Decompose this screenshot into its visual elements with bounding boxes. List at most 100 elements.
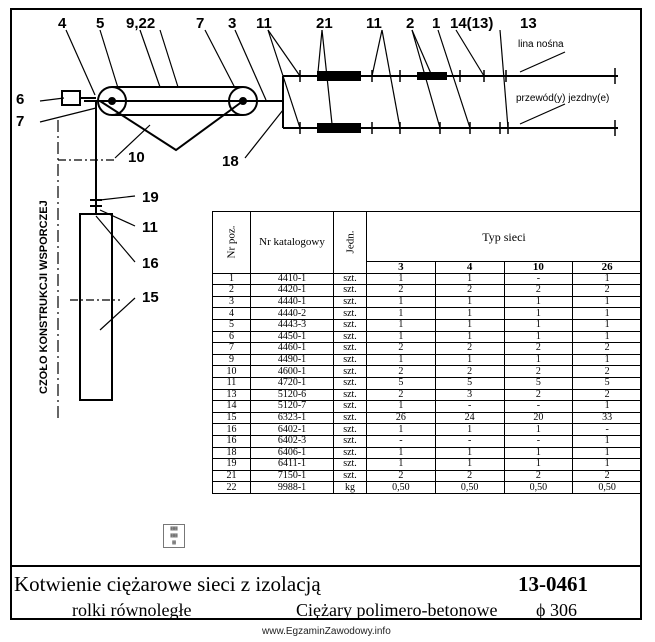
table-cell: 1 [572,295,642,309]
drawing-subtitle-diameter: ϕ 306 [536,600,577,620]
table-cell: szt. [333,400,367,413]
header-jedn: Jedn. [333,211,367,274]
label-4: 4 [58,15,67,32]
table-cell: szt. [333,458,367,471]
table-cell: 5 [434,376,505,390]
table-cell: 21 [212,469,251,483]
label-16: 16 [142,255,159,272]
table-cell: szt. [333,353,367,367]
table-cell: 0,50 [503,481,574,494]
table-cell: 2 [572,469,642,483]
table-cell: 1 [503,307,574,320]
label-lina-nosna: lina nośna [518,39,564,50]
table-cell: 1 [366,318,436,332]
table-cell: 2 [366,388,436,402]
table-cell: szt. [333,446,367,460]
table-cell: 1 [366,446,436,460]
table-cell: szt. [333,295,367,309]
table-cell: szt. [333,411,367,425]
table-cell: 1 [503,423,574,436]
table-cell: - [434,434,505,448]
table-cell: 1 [366,400,436,413]
table-cell: 24 [434,411,505,425]
table-cell: 1 [503,318,574,332]
table-cell: 2 [503,469,574,483]
header-type-3: 3 [366,261,436,274]
table-cell: 19 [212,458,251,471]
table-cell: 1 [572,307,642,320]
table-cell: 1 [572,400,642,413]
table-cell: 5 [503,376,574,390]
table-cell: - [572,423,642,436]
header-type-4: 4 [434,261,505,274]
table-cell: 1 [503,330,574,344]
table-cell: 14 [212,400,251,413]
table-cell: - [503,400,574,413]
table-cell: szt. [333,318,367,332]
table-cell: 0,50 [434,481,505,494]
table-cell: 1 [434,330,505,344]
table-cell: 33 [572,411,642,425]
header-nr-katalogowy: Nr katalogowy [250,211,334,274]
table-cell: 1 [434,295,505,309]
table-cell: 4450-1 [250,330,334,344]
table-cell: 7 [212,342,251,355]
table-cell: 4490-1 [250,353,334,367]
table-cell: 4410-1 [250,272,334,286]
watermark: www.EgzaminZawodowy.info [262,626,391,637]
drawing-subtitle-weights: Ciężary polimero-betonowe [296,600,498,620]
table-cell: 1 [366,423,436,436]
table-cell: 5 [572,376,642,390]
header-typ-sieci: Typ sieci [366,211,642,262]
table-cell: 6411-1 [250,458,334,471]
table-cell: 6402-1 [250,423,334,436]
table-cell: 2 [366,365,436,378]
drawing-title: Kotwienie ciężarowe sieci z izolacją [14,572,321,596]
table-cell: 4720-1 [250,376,334,390]
label-13: 13 [520,15,537,32]
table-cell: 4 [212,307,251,320]
table-cell: 4460-1 [250,342,334,355]
table-cell: 4600-1 [250,365,334,378]
table-cell: 26 [366,411,436,425]
table-cell: 5 [212,318,251,332]
table-cell: 1 [572,458,642,471]
header-type-10: 10 [503,261,574,274]
table-cell: 6323-1 [250,411,334,425]
table-cell: szt. [333,469,367,483]
table-cell: 2 [572,388,642,402]
label-1: 1 [432,15,441,32]
table-cell: 10 [212,365,251,378]
table-cell: szt. [333,330,367,344]
title-block [10,565,642,620]
table-cell: - [434,400,505,413]
label-2: 2 [406,15,415,32]
label-3: 3 [228,15,237,32]
table-cell: 1 [212,272,251,286]
table-cell: 6 [212,330,251,344]
label-14-13: 14(13) [450,15,494,32]
drawing-subtitle-rolls: rolki równoległe [72,600,192,620]
table-cell: szt. [333,272,367,286]
table-cell: 2 [366,342,436,355]
table-cell: 2 [212,284,251,297]
table-cell: 1 [366,353,436,367]
table-cell: 2 [434,284,505,297]
table-cell: szt. [333,423,367,436]
support-structure-label: CZOŁO KONSTRUKCJI WSPORCZEJ [38,200,50,394]
table-cell: 9 [212,353,251,367]
table-cell: 2 [572,342,642,355]
